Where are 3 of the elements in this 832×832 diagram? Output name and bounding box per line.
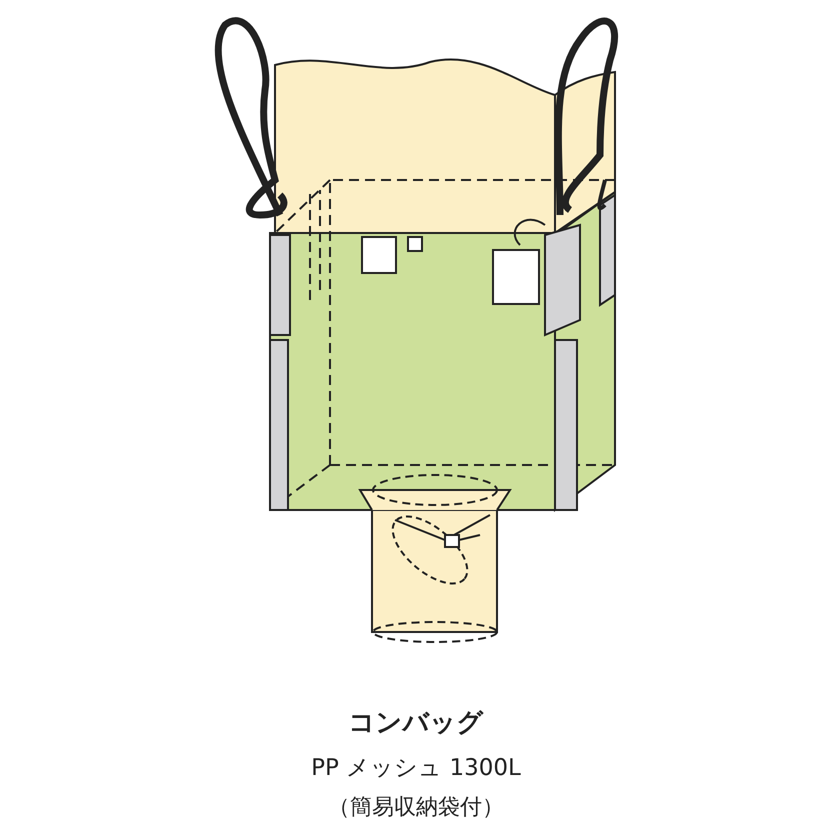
product-spec: PP メッシュ 1300L — [311, 754, 521, 783]
caption-note: （簡易収納袋付） — [328, 794, 504, 822]
caption-title: コンバッグ — [348, 707, 484, 740]
